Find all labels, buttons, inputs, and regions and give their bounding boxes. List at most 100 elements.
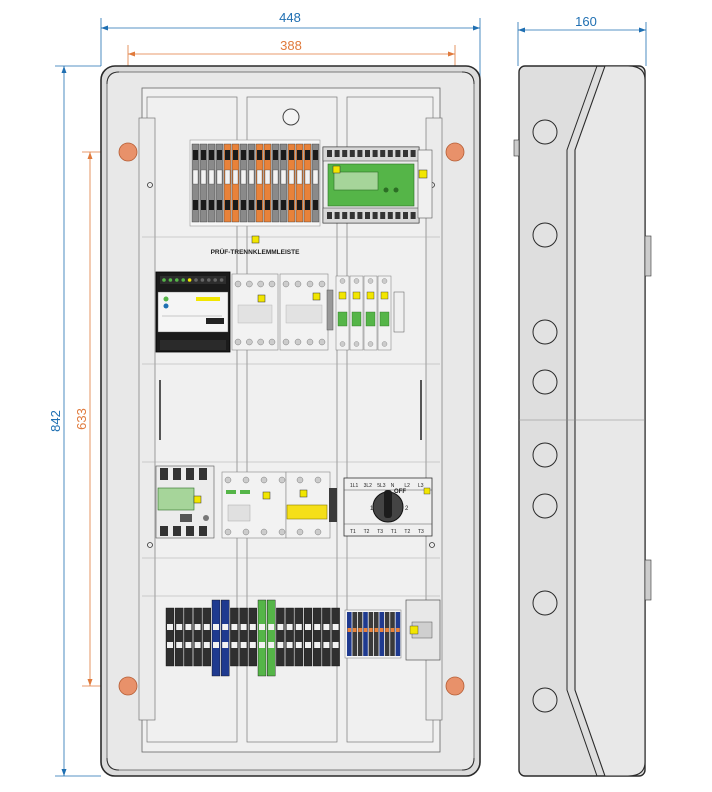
terminal-block <box>220 599 230 677</box>
terminal-block <box>276 607 285 667</box>
status-led <box>168 278 173 282</box>
switch-terminal-label-bottom: T1 <box>391 529 397 535</box>
meter-terminal <box>357 212 363 219</box>
switch-terminal-label-top: L2 <box>404 483 410 489</box>
dimension-mounting-width: 388 <box>127 38 456 152</box>
switch-pos-1-label: 1 <box>370 506 374 512</box>
mounting-width-value: 388 <box>280 38 302 53</box>
relay-screw <box>268 280 276 288</box>
small-terminal <box>384 612 390 656</box>
switch-terminal-label-top: L3 <box>418 483 424 489</box>
meter-display <box>333 171 379 191</box>
label-tag <box>338 291 347 300</box>
overall-width-value: 448 <box>279 10 301 25</box>
status-led <box>200 278 205 282</box>
mounting-hole-bottom-right <box>445 676 465 696</box>
terminal-block <box>248 607 258 667</box>
meter-terminal <box>372 212 378 219</box>
cable-knockout <box>532 687 558 713</box>
terminal-row-bottom <box>165 599 441 677</box>
mounting-height-value: 633 <box>74 408 89 430</box>
meter-terminal <box>403 150 408 157</box>
cable-knockout <box>532 222 558 248</box>
rcd-screw <box>260 476 268 484</box>
rcd-and-contactor-row3 <box>221 471 337 539</box>
rcd-screw <box>224 476 232 484</box>
switch-terminal-label-top: 5L3 <box>377 483 386 489</box>
relay-screw <box>246 338 253 346</box>
meter-terminal <box>403 212 408 219</box>
meter-terminal <box>327 150 332 157</box>
status-led <box>213 278 217 282</box>
switch-terminal-label-top: N <box>391 483 395 489</box>
relay-screw <box>318 280 326 288</box>
meter-terminal <box>334 212 340 219</box>
switch-terminal-label-bottom: T2 <box>404 529 410 535</box>
meter-terminal <box>395 150 401 157</box>
terminal-block <box>257 599 267 677</box>
relay-screw <box>294 280 302 288</box>
terminal-block <box>193 607 202 667</box>
mounting-hole-bottom-left <box>118 676 138 696</box>
rcd-screw <box>296 476 304 484</box>
cable-knockout <box>532 369 558 395</box>
meter-terminal <box>342 212 348 219</box>
small-terminal <box>379 612 384 656</box>
rcd-screw <box>242 476 250 484</box>
rcd-screw <box>296 528 304 536</box>
breaker-toggle <box>351 311 362 327</box>
terminal-block <box>294 607 303 667</box>
switch-pos-2-label: 2 <box>405 506 409 512</box>
label-tag <box>380 291 389 300</box>
label-tag <box>352 291 361 300</box>
meter-terminal <box>327 212 332 219</box>
rcd-screw <box>314 528 322 536</box>
terminal-block <box>174 607 184 667</box>
switch-terminal-label-top: 3L2 <box>364 483 373 489</box>
meter-terminal <box>410 212 416 219</box>
meter-terminal <box>173 526 181 536</box>
relay-screw <box>306 280 314 288</box>
terminal-block <box>165 607 175 667</box>
relay-screw <box>282 280 290 288</box>
dimension-overall-width: 448 <box>100 10 481 90</box>
status-led <box>194 278 198 282</box>
small-terminal <box>363 612 368 656</box>
status-led <box>181 278 185 282</box>
meter-terminal <box>387 150 393 157</box>
relay-screw <box>234 338 242 346</box>
relay-screw <box>268 338 276 346</box>
meter-terminal <box>199 526 207 536</box>
terminal-block <box>303 607 313 667</box>
terminal-block <box>202 607 212 667</box>
control-unit-black <box>155 271 231 353</box>
cable-knockout <box>532 119 558 145</box>
terminal-block <box>184 607 193 667</box>
mounting-holes <box>118 142 465 696</box>
switch-terminal-label-bottom: T3 <box>377 529 383 535</box>
mounting-hole-top-right <box>445 142 465 162</box>
meter-terminal <box>334 150 340 157</box>
test-terminal-strip-label: PRÜF-TRENNKLEMMLEISTE <box>211 247 300 256</box>
terminal-block <box>211 599 221 677</box>
energy-meter <box>322 146 433 224</box>
meter-terminal <box>357 150 363 157</box>
status-led <box>187 278 192 282</box>
meter-terminal <box>365 150 370 157</box>
rcd-screw <box>242 528 250 536</box>
relay-screw <box>246 280 253 288</box>
meter-terminal <box>387 212 393 219</box>
meter-terminal <box>380 212 386 219</box>
relay-screw <box>306 338 314 346</box>
small-terminal <box>390 612 395 656</box>
meter-terminal <box>199 468 207 480</box>
meter-terminal <box>365 212 370 219</box>
meter-terminal <box>160 468 168 480</box>
meter-terminal <box>372 150 378 157</box>
cable-knockout <box>532 590 558 616</box>
switch-terminal-label-bottom: T1 <box>350 529 356 535</box>
label-tag <box>366 291 375 300</box>
relay-screw <box>282 338 290 346</box>
